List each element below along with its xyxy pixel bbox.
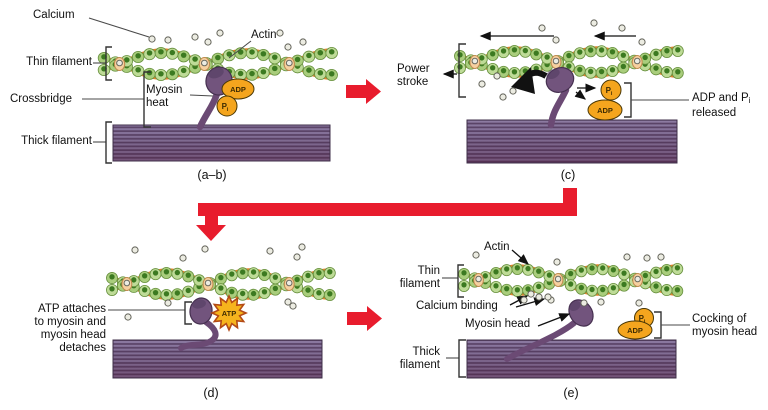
adp-token: ADP bbox=[617, 320, 653, 340]
cocking-label: Cocking of myosin head bbox=[692, 313, 758, 338]
panel-ab: ADP Pi bbox=[82, 17, 340, 164]
thin-filament-label: Thin filament bbox=[26, 56, 92, 68]
crossbridge-label: Crossbridge bbox=[10, 93, 72, 105]
caption-d: (d) bbox=[203, 386, 219, 400]
calcium-ions bbox=[124, 19, 665, 321]
calcium-leader-line bbox=[88, 17, 150, 38]
svg-text:Pi: Pi bbox=[606, 86, 613, 97]
thin-filament-graphic bbox=[104, 265, 338, 303]
released-line2: released bbox=[692, 107, 737, 119]
myosin-tail bbox=[547, 86, 570, 129]
thick-filament-bracket bbox=[105, 121, 112, 164]
svg-text:Pi: Pi bbox=[222, 102, 229, 113]
adp-token: ADP bbox=[221, 78, 255, 100]
thick-filament-graphic bbox=[466, 119, 678, 164]
actin-label-arrow bbox=[511, 249, 529, 265]
flow-arrow-d-to-e bbox=[347, 306, 382, 331]
adp-token: ADP bbox=[587, 99, 623, 121]
svg-text:ATP: ATP bbox=[222, 309, 236, 318]
svg-text:Pi: Pi bbox=[639, 314, 646, 325]
crossbridge-bracket bbox=[143, 71, 151, 128]
myosin-heat-label: Myosin heat bbox=[146, 84, 183, 109]
thick-filament-bracket bbox=[458, 339, 466, 378]
atp-attaches-label: ATP attaches to myosin and myosin head d… bbox=[34, 303, 106, 354]
atp-attaches-bracket bbox=[184, 301, 192, 325]
power-stroke-arrowhead bbox=[511, 67, 535, 94]
actin-leader-line bbox=[228, 40, 252, 59]
pi-token: Pi bbox=[600, 79, 622, 101]
thick-filament-graphic bbox=[466, 339, 677, 379]
actin-label-e: Actin bbox=[484, 241, 510, 253]
cocking-bracket bbox=[654, 311, 662, 339]
myosin-tail bbox=[178, 319, 219, 351]
myosin-tail bbox=[196, 90, 221, 131]
thick-filament-label-e: Thick filament bbox=[399, 346, 440, 371]
thin-filament-label-e: Thin filament bbox=[399, 265, 440, 290]
thin-filament-graphic bbox=[456, 261, 685, 299]
svg-text:ADP: ADP bbox=[230, 85, 246, 94]
thick-filament-label: Thick filament bbox=[21, 135, 92, 147]
myosin-head-label: Myosin head bbox=[465, 318, 531, 330]
thin-filament-bracket bbox=[105, 46, 112, 81]
svg-text:ADP: ADP bbox=[627, 326, 643, 335]
released-bracket bbox=[624, 82, 632, 118]
caption-ab: (a–b) bbox=[197, 168, 227, 182]
panel-e: Pi ADP bbox=[442, 249, 690, 379]
myosin-tail bbox=[504, 320, 577, 362]
atp-token: ATP bbox=[210, 294, 248, 332]
caption-e: (e) bbox=[563, 386, 579, 400]
svg-text:ADP: ADP bbox=[597, 106, 613, 115]
thick-filament-graphic bbox=[112, 124, 331, 162]
thin-filament-bracket bbox=[457, 264, 464, 298]
panel-d: ATP bbox=[104, 265, 338, 379]
calcium-label: Calcium bbox=[33, 9, 75, 21]
power-stroke-bracket bbox=[458, 43, 466, 98]
calcium-binding-label: Calcium binding bbox=[416, 300, 498, 312]
panel-c: Pi ADP bbox=[442, 31, 689, 164]
power-stroke-label: Power stroke bbox=[397, 63, 430, 88]
myosin-head-label-arrow bbox=[537, 313, 571, 327]
adp-release-arrow bbox=[574, 89, 587, 100]
flow-arrow-c-to-d bbox=[196, 188, 577, 241]
pi-token: Pi bbox=[216, 95, 238, 117]
caption-c: (c) bbox=[560, 168, 576, 182]
actin-label: Actin bbox=[251, 29, 277, 41]
thick-filament-graphic bbox=[112, 339, 323, 379]
myosin-head-leader bbox=[189, 94, 214, 97]
flow-arrow-ab-to-c bbox=[346, 79, 381, 104]
